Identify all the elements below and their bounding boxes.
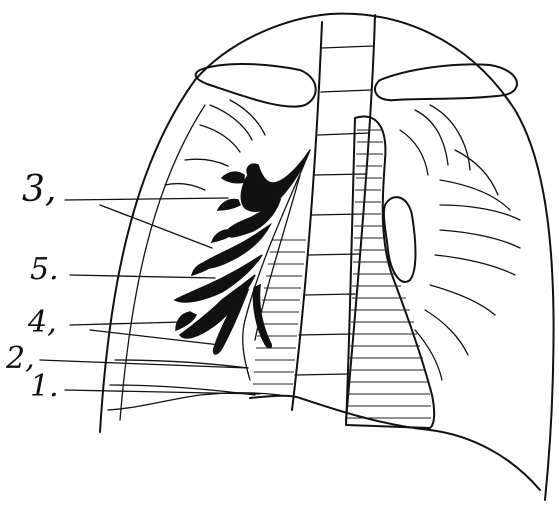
clavicle-right — [375, 64, 517, 100]
aortic-oval — [384, 197, 416, 282]
diaphragm-line — [250, 396, 540, 490]
heart-hatching — [347, 130, 431, 418]
label-4: 4, — [28, 308, 57, 338]
label-1: 1. — [30, 372, 59, 402]
left-rib-lines — [108, 360, 280, 410]
label-3: 3, — [22, 172, 56, 208]
leader-3-upper — [65, 198, 228, 200]
label-5: 5. — [30, 255, 59, 285]
vertebra-lines — [295, 46, 373, 375]
leader-4-upper — [70, 322, 182, 325]
spine-left-edge — [292, 22, 322, 410]
hilum-bronchial-mass — [175, 150, 310, 380]
inner-thorax-line — [120, 105, 205, 420]
spine-right-edge — [346, 15, 375, 420]
thorax-outline — [100, 14, 554, 500]
clavicle-left — [196, 64, 316, 107]
leader-5 — [70, 275, 215, 278]
right-lung-markings — [400, 105, 520, 380]
